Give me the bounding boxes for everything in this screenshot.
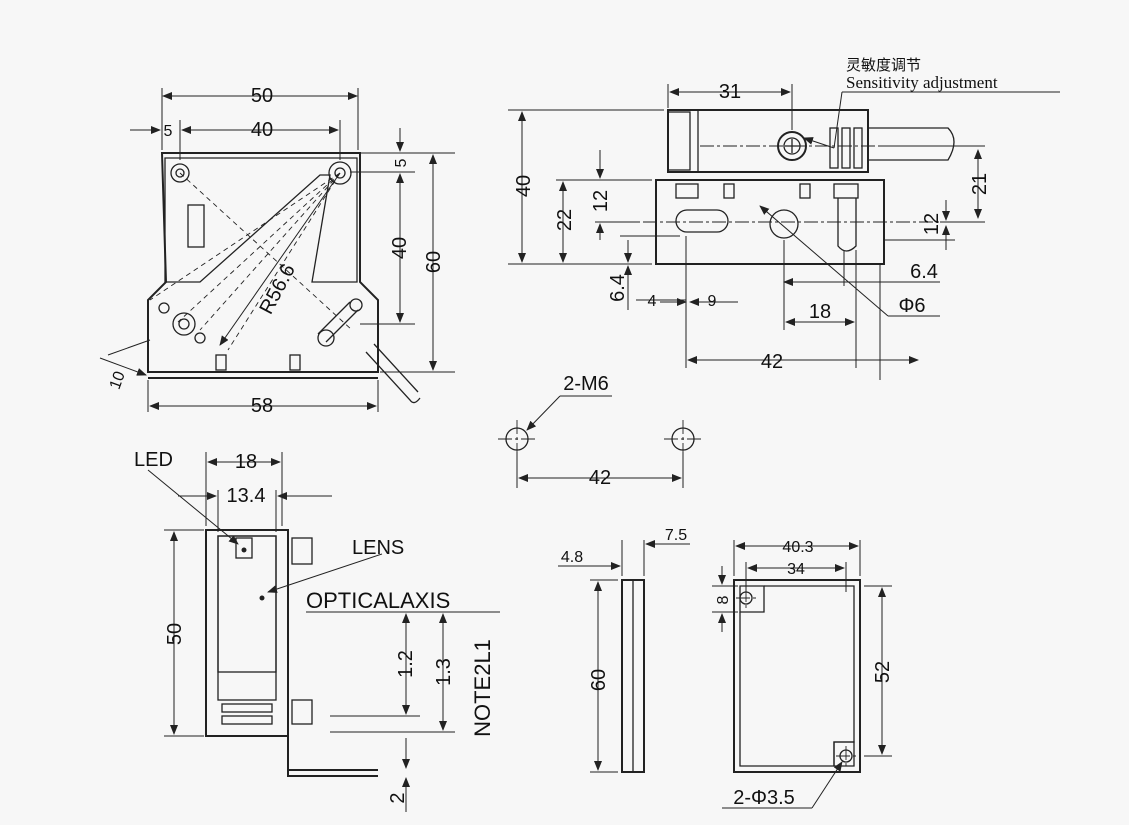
dim-radius: R56.6 [255, 260, 299, 317]
dim-1-3: 1.3 [433, 658, 455, 686]
sensitivity-label-cn: 灵敏度调节 [846, 57, 921, 74]
dim-31: 31 [719, 81, 741, 103]
dim-4: 4 [648, 293, 657, 310]
dim-2: 2 [387, 792, 409, 803]
dim-34: 34 [787, 561, 805, 578]
dim-6-4-a: 6.4 [607, 274, 629, 302]
dim-8: 8 [715, 595, 732, 604]
dim-50-height: 50 [164, 623, 186, 645]
dim-13-4: 13.4 [227, 485, 266, 507]
dim-9: 9 [708, 293, 717, 310]
dim-top-5: 5 [393, 158, 410, 167]
dim-hole-dia: Φ6 [898, 295, 925, 317]
dim-1-2: 1.2 [395, 650, 417, 678]
dim-12-b: 12 [921, 213, 943, 235]
dim-hole-span-40: 40 [251, 119, 273, 141]
dim-offset-5: 5 [164, 123, 173, 140]
dim-18: 18 [809, 301, 831, 323]
note-label: NOTE2L1 [470, 639, 495, 737]
mount-holes-view [498, 395, 702, 488]
lens-label: LENS [352, 537, 404, 559]
dim-angle-10: 10 [107, 369, 129, 392]
dim-21: 21 [969, 173, 991, 195]
dim-width-50: 50 [251, 85, 273, 107]
dim-22: 22 [554, 209, 576, 231]
end-view [147, 452, 500, 812]
dim-40: 40 [513, 175, 535, 197]
front-view [99, 88, 455, 412]
dim-6-4-b: 6.4 [910, 261, 938, 283]
plate-side-view [558, 540, 690, 773]
dim-4-8: 4.8 [561, 549, 583, 566]
dim-40-3: 40.3 [782, 539, 813, 556]
dim-60-plate: 60 [588, 669, 610, 691]
holes-label: 2-Φ3.5 [733, 787, 795, 809]
dim-12-a: 12 [590, 190, 612, 212]
dim-52: 52 [872, 661, 894, 683]
dim-42: 42 [761, 351, 783, 373]
dim-18-width: 18 [235, 451, 257, 473]
dim-base-58: 58 [251, 395, 273, 417]
dim-7-5: 7.5 [665, 527, 687, 544]
dim-height-60: 60 [423, 251, 445, 273]
plate-front-view [712, 540, 892, 809]
led-label: LED [134, 449, 173, 471]
optical-axis-label: OPTICALAXIS [306, 588, 450, 613]
dim-hole-vertical-40: 40 [389, 237, 411, 259]
sensitivity-label-en: Sensitivity adjustment [846, 73, 998, 92]
mount-holes-label: 2-M6 [563, 373, 609, 395]
mount-spacing-42: 42 [589, 467, 611, 489]
side-view [508, 84, 1060, 380]
